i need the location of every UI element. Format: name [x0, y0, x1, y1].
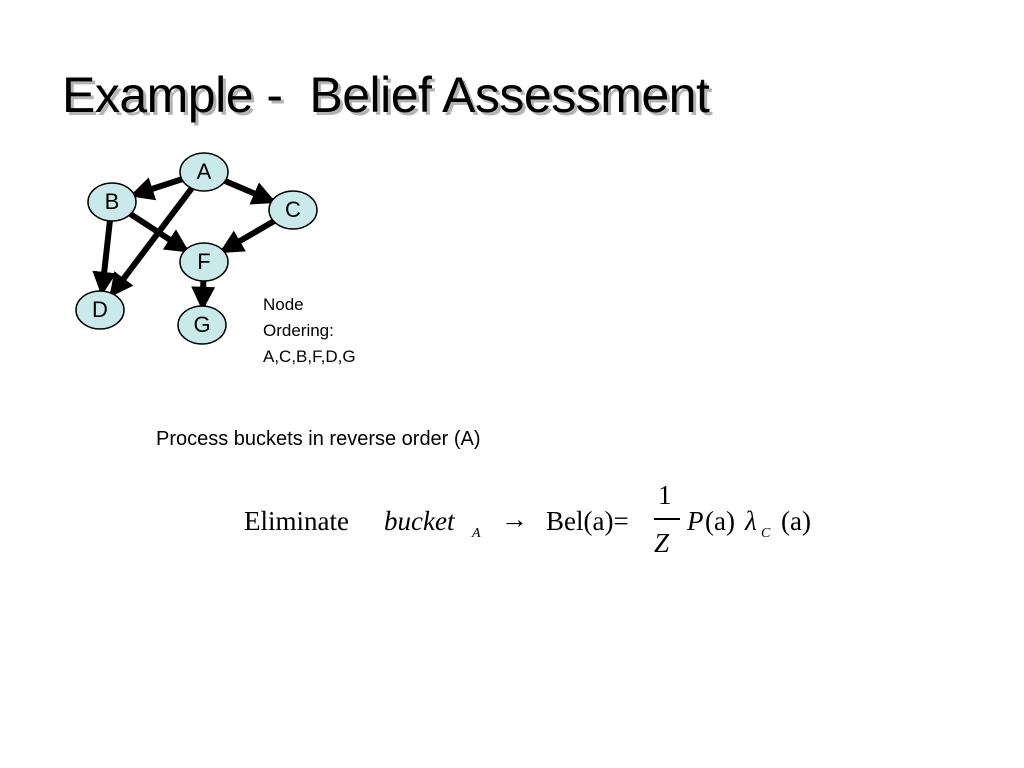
formula-lambda-subscript: C	[761, 526, 771, 541]
node-b-shape	[87, 182, 137, 222]
node-f-shape	[179, 242, 229, 282]
edge-a-to-d	[109, 186, 195, 298]
formula-bucket: bucket	[384, 506, 455, 536]
formula-bel: Bel(a)=	[546, 506, 629, 536]
formula-bucket-subscript: A	[472, 526, 481, 541]
node-ordering-note: Node Ordering: A,C,B,F,D,G	[263, 292, 356, 370]
edge-a-to-c	[223, 178, 277, 205]
node-d-shape	[75, 290, 125, 330]
node-g-shape	[177, 305, 227, 345]
node-g-label: G	[193, 312, 210, 337]
formula-eliminate: Eliminate	[244, 506, 349, 536]
node-f: F	[179, 242, 229, 282]
node-a: A	[179, 152, 229, 192]
node-d-label: D	[92, 297, 108, 322]
node-c-label: C	[285, 197, 301, 222]
formula-p-args: (a)	[705, 506, 735, 536]
node-a-shape	[179, 152, 229, 192]
formula-lambda-args: (a)	[781, 506, 811, 536]
node-c: C	[268, 190, 318, 230]
ordering-line-node: Node	[263, 295, 304, 314]
fraction-bar	[654, 518, 680, 520]
formula-p: P	[687, 506, 704, 536]
edge-b-to-f	[128, 211, 190, 253]
ordering-line-label: Ordering:	[263, 321, 334, 340]
formula-numerator: 1	[658, 480, 672, 510]
node-d: D	[75, 290, 125, 330]
node-f-label: F	[197, 249, 210, 274]
formula-lambda: λ	[745, 506, 757, 536]
edge-a-to-b	[129, 176, 183, 201]
node-a-label: A	[197, 159, 212, 184]
node-b: B	[87, 182, 137, 222]
process-buckets-text: Process buckets in reverse order (A)	[156, 428, 481, 450]
edge-f-to-g	[191, 280, 216, 311]
ordering-line-sequence: A,C,B,F,D,G	[263, 347, 356, 366]
node-g: G	[177, 305, 227, 345]
formula-arrow: →	[501, 504, 528, 534]
edge-c-to-f	[219, 218, 276, 254]
slide-title: Example - Belief Assessment	[62, 67, 710, 123]
edge-b-to-d	[92, 220, 117, 296]
node-b-label: B	[105, 189, 120, 214]
node-c-shape	[268, 190, 318, 230]
formula-denominator: Z	[654, 528, 670, 558]
